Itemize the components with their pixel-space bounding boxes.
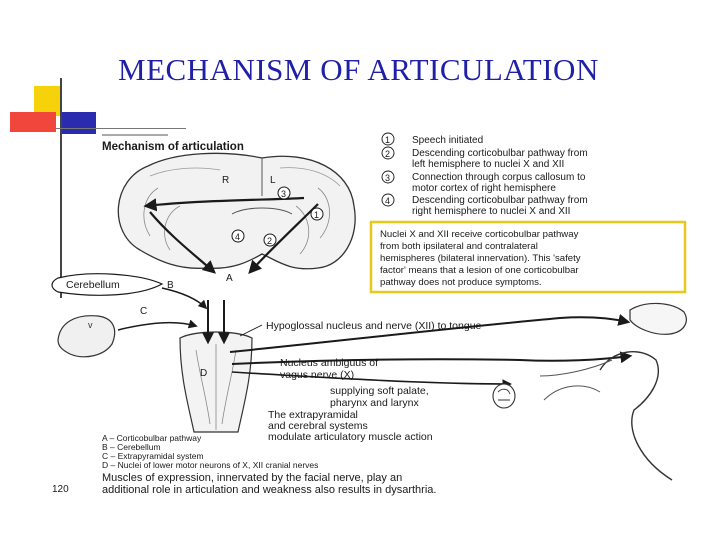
svg-text:and cerebral systems: and cerebral systems: [268, 420, 368, 432]
svg-text:motor cortex of right hemisphe: motor cortex of right hemisphere: [412, 183, 556, 194]
decor-red-bar: [10, 112, 56, 132]
pathway-arrow-4: [149, 211, 216, 274]
svg-text:2: 2: [385, 149, 390, 159]
safety-factor-note-box: [369, 220, 687, 294]
cerebellum-label: Cerebellum: [66, 279, 120, 291]
supplying-label: supplying soft palate, pharynx and laryn…: [330, 385, 429, 409]
diagram-marker-2: 2: [263, 233, 277, 247]
svg-text:The extrapyramidal: The extrapyramidal: [268, 409, 358, 421]
svg-text:3: 3: [385, 173, 390, 183]
svg-text:3: 3: [281, 189, 286, 199]
svg-text:supplying soft palate,: supplying soft palate,: [330, 385, 429, 397]
vagus-nerve-arrow: [231, 351, 633, 365]
legend-item: A – Corticobulbar pathway: [102, 433, 202, 443]
svg-text:Muscles of expression, innerva: Muscles of expression, innervated by the…: [102, 472, 402, 484]
svg-text:pathway does not produce sympt: pathway does not produce symptoms.: [380, 277, 542, 288]
legend-item: D – Nuclei of lower motor neurons of X, …: [102, 460, 318, 470]
svg-text:right hemisphere to nuclei X a: right hemisphere to nuclei X and XII: [412, 206, 570, 217]
svg-text:hemispheres (bilateral innerva: hemispheres (bilateral innervation). Thi…: [380, 253, 581, 264]
svg-text:Nuclei X and XII receive corti: Nuclei X and XII receive corticobulbar p…: [380, 229, 579, 240]
cerebellum-brainstem-section: [57, 315, 116, 358]
svg-text:additional role in articulatio: additional role in articulation and weak…: [102, 484, 436, 496]
diagram-marker-4: 4: [231, 229, 245, 243]
step-1: 1 Speech initiated: [381, 132, 483, 146]
path-letter-a: A: [226, 273, 233, 284]
pharynx-larynx-profile: [599, 351, 673, 481]
pathway-arrow-b: [161, 287, 208, 310]
hypoglossal-nerve-arrow: [229, 314, 631, 353]
svg-text:1: 1: [314, 210, 319, 220]
figure-heading: Mechanism of articulation: [102, 141, 244, 153]
svg-text:modulate articulatory muscle a: modulate articulatory muscle action: [268, 431, 433, 443]
hemisphere-label-right: R: [222, 175, 229, 186]
svg-text:left hemisphere to nuclei X an: left hemisphere to nuclei X and XII: [412, 159, 564, 170]
path-letter-d: D: [200, 368, 207, 379]
cerebellum-callout: [51, 273, 164, 296]
diagram-marker-1: 1: [310, 207, 324, 221]
svg-text:factor' means that a lesion of: factor' means that a lesion of one corti…: [380, 265, 579, 276]
svg-text:from both ipsilateral and cont: from both ipsilateral and contralateral: [380, 241, 538, 252]
svg-text:4: 4: [235, 232, 240, 242]
extrapyramidal-label: The extrapyramidal and cerebral systems …: [268, 409, 433, 443]
pathway-arrow-c: [117, 319, 198, 331]
cerebellum-section-mark: v: [88, 320, 93, 330]
svg-text:pharynx and larynx: pharynx and larynx: [330, 397, 419, 409]
step-4: 4 Descending corticobulbar pathway from …: [381, 193, 588, 217]
legend: A – Corticobulbar pathway B – Cerebellum…: [102, 433, 318, 470]
larynx-icon: [492, 383, 516, 409]
tongue-profile: [629, 302, 687, 335]
svg-text:Connection through corpus call: Connection through corpus callosum to: [412, 172, 586, 183]
legend-item: B – Cerebellum: [102, 442, 161, 452]
decor-horizontal-line: [56, 128, 186, 129]
ambiguus-label: Nucleus ambiguus of vagus nerve (X): [280, 357, 378, 381]
hypoglossal-label: Hypoglossal nucleus and nerve (XII) to t…: [266, 320, 482, 332]
path-letter-b: B: [167, 280, 174, 291]
safety-factor-note: Nuclei X and XII receive corticobulbar p…: [380, 229, 581, 288]
svg-text:1: 1: [385, 135, 390, 145]
diagram-marker-3: 3: [277, 186, 291, 200]
step-2: 2 Descending corticobulbar pathway from …: [381, 146, 588, 170]
svg-text:vagus nerve (X): vagus nerve (X): [280, 369, 354, 381]
path-letter-c: C: [140, 306, 147, 317]
slide-title: MECHANISM OF ARTICULATION: [118, 52, 599, 87]
pathway-arrow-3: [143, 196, 305, 212]
legend-item: C – Extrapyramidal system: [102, 451, 204, 461]
svg-text:Nucleus ambiguus of: Nucleus ambiguus of: [280, 357, 378, 369]
svg-text:Descending corticobulbar pathw: Descending corticobulbar pathway from: [412, 195, 588, 206]
larynx-nerve-arrow: [231, 371, 512, 389]
svg-text:Descending corticobulbar pathw: Descending corticobulbar pathway from: [412, 148, 588, 159]
steps-list: 1 Speech initiated 2 Descending corticob…: [381, 132, 588, 217]
hypoglossal-pointer: [239, 324, 263, 337]
decor-vertical-line: [60, 78, 62, 298]
svg-text:4: 4: [385, 196, 390, 206]
footer-caption: Muscles of expression, innervated by the…: [102, 472, 436, 496]
svg-text:Speech initiated: Speech initiated: [412, 135, 483, 146]
step-3: 3 Connection through corpus callosum to …: [381, 170, 586, 194]
hemisphere-label-left: L: [270, 175, 276, 186]
page-number: 120: [52, 484, 69, 495]
decor-yellow-square: [34, 86, 62, 116]
svg-text:2: 2: [267, 236, 272, 246]
